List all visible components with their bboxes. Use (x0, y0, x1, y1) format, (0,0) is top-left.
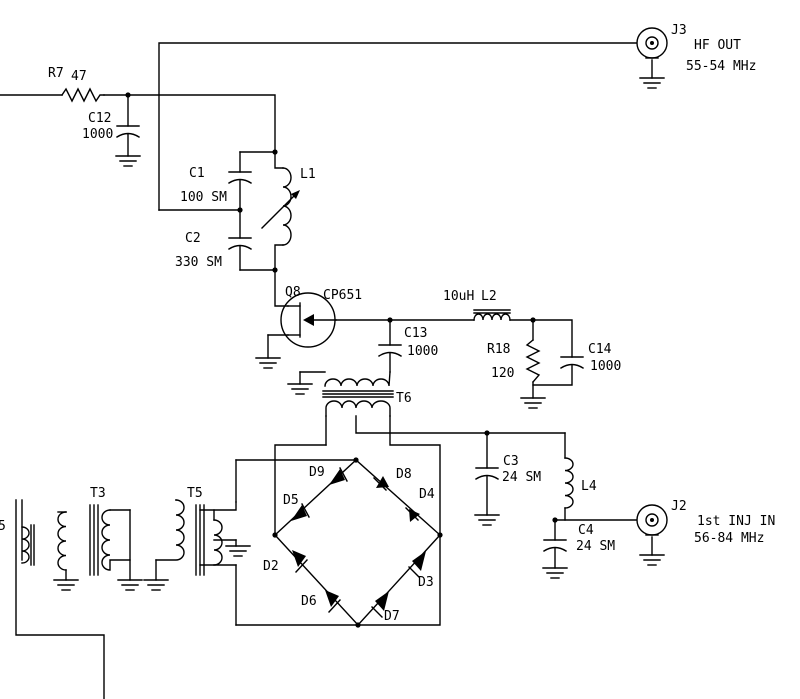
capacitor-c13 (378, 344, 402, 357)
ground-q8 (255, 357, 281, 369)
inductor-l4 (564, 457, 574, 509)
connector-j2 (636, 504, 668, 536)
ground-t6 (287, 383, 313, 395)
label-d2: D2 (263, 559, 279, 574)
ground-symbols (53, 59, 665, 591)
ground-r18 (520, 397, 546, 409)
diode-d5 (291, 503, 310, 521)
ground-c12 (115, 155, 141, 167)
label-l4: L4 (581, 479, 597, 494)
transistor-q8 (280, 292, 337, 348)
component-labels: R7 47 C12 1000 C1 100 SM C2 330 SM L1 Q8… (0, 66, 621, 624)
transformer-t3 (57, 504, 131, 576)
label-d4: D4 (419, 487, 435, 502)
diode-bridge (274, 459, 441, 627)
connector-j2-freq: 56-84 MHz (694, 531, 764, 546)
value-c2: 330 SM (175, 255, 222, 270)
diode-d9 (329, 467, 348, 485)
value-c1: 100 SM (180, 190, 227, 205)
diode-d7 (371, 591, 389, 618)
capacitor-c3 (475, 467, 499, 480)
label-t6: T6 (396, 391, 412, 406)
value-c3: 24 SM (502, 470, 541, 485)
label-c3: C3 (503, 454, 519, 469)
diode-d2 (292, 550, 308, 573)
label-d3: D3 (418, 575, 434, 590)
connector-j3-freq: 55-54 MHz (686, 59, 756, 74)
part-q8: CP651 (323, 288, 362, 303)
inductor-l1 (261, 167, 300, 246)
label-r7: R7 (48, 66, 64, 81)
label-c12: C12 (88, 111, 111, 126)
diode-d3 (408, 551, 426, 578)
value-c14: 1000 (590, 359, 621, 374)
resistor-r18 (525, 339, 541, 383)
capacitor-c1 (228, 171, 252, 184)
diode-d4 (405, 507, 420, 522)
label-d5: D5 (283, 493, 299, 508)
value-r7: 47 (71, 69, 87, 84)
label-c14: C14 (588, 342, 612, 357)
capacitor-c2 (228, 237, 252, 250)
label-q8: Q8 (285, 285, 301, 300)
label-c13: C13 (404, 326, 427, 341)
connector-j3 (636, 27, 668, 59)
ground-j3 (639, 59, 665, 89)
connector-j2-name: 1st INJ IN (697, 514, 775, 529)
label-d9: D9 (309, 465, 325, 480)
capacitor-c14 (560, 356, 584, 369)
label-r18: R18 (487, 342, 510, 357)
capacitor-c4 (543, 539, 567, 552)
transformer-left (21, 524, 35, 566)
resistor-r7 (61, 87, 105, 103)
transformer-t6 (322, 371, 394, 417)
ground-t3 (53, 579, 143, 591)
diode-d6 (325, 590, 341, 613)
value-l2: 10uH (443, 289, 474, 304)
ground-j2 (639, 536, 665, 566)
label-l2: L2 (481, 289, 497, 304)
label-l1: L1 (300, 167, 316, 182)
ground-c4 (542, 567, 568, 579)
capacitor-c12 (116, 125, 140, 138)
connector-j2-ref: J2 (671, 499, 687, 514)
label-t5: T5 (187, 486, 203, 501)
label-left-transformer: 5 (0, 519, 6, 534)
connector-j3-name: HF OUT (694, 38, 741, 53)
ground-c3 (474, 514, 500, 526)
label-c1: C1 (189, 166, 205, 181)
label-c2: C2 (185, 231, 201, 246)
value-r18: 120 (491, 366, 514, 381)
label-d8: D8 (396, 467, 412, 482)
label-t3: T3 (90, 486, 106, 501)
value-c12: 1000 (82, 127, 113, 142)
value-c4: 24 SM (576, 539, 615, 554)
wires (0, 42, 637, 699)
label-d6: D6 (301, 594, 317, 609)
connector-j3-ref: J3 (671, 23, 687, 38)
ground-t5 (143, 545, 251, 591)
label-c4: C4 (578, 523, 594, 538)
diode-d8 (373, 476, 389, 491)
value-c13: 1000 (407, 344, 438, 359)
transformer-t5 (155, 499, 237, 576)
connector-labels: J3 HF OUT 55-54 MHz J2 1st INJ IN 56-84 … (671, 23, 775, 546)
inductor-l2 (473, 309, 511, 321)
label-d7: D7 (384, 609, 400, 624)
